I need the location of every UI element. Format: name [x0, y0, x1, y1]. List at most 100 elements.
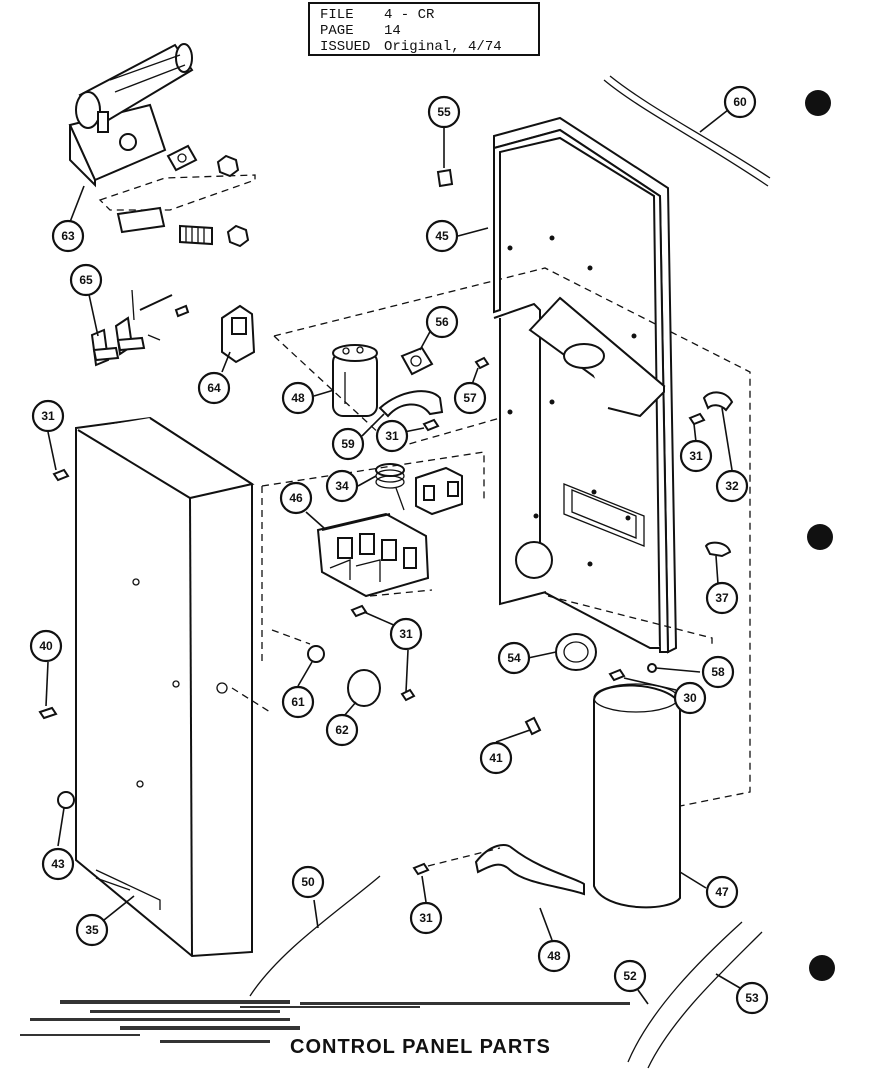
issued-value: Original, 4/74 — [384, 39, 502, 55]
callout-37: 37 — [705, 581, 739, 615]
callout-40: 40 — [29, 629, 63, 663]
part-55-clip — [436, 168, 454, 188]
callout-48a-text: 48 — [291, 391, 305, 405]
callout-31-c: 31 — [679, 439, 713, 473]
part-52-wire — [627, 921, 743, 1063]
callout-31-b: 31 — [375, 419, 409, 453]
callout-58: 58 — [701, 655, 735, 689]
part-59-strap — [378, 390, 444, 418]
callout-50: 50 — [291, 865, 325, 899]
callout-50-text: 50 — [301, 875, 315, 889]
part-41-stud — [524, 716, 542, 736]
callout-35: 35 — [75, 913, 109, 947]
callout-53-text: 53 — [745, 991, 759, 1005]
callout-46-text: 46 — [289, 491, 303, 505]
page-value: 14 — [384, 23, 401, 39]
punch-hole-bottom — [809, 955, 835, 981]
callout-56: 56 — [425, 305, 459, 339]
callout-31e-text: 31 — [419, 911, 433, 925]
part-32-grommet — [702, 391, 734, 412]
callout-45-text: 45 — [435, 229, 449, 243]
callout-52: 52 — [613, 959, 647, 993]
callout-59: 59 — [331, 427, 365, 461]
part-63-motor-assembly — [68, 43, 256, 248]
callout-30-text: 30 — [683, 691, 697, 705]
callout-31c-text: 31 — [689, 449, 703, 463]
part-46-contactor — [316, 512, 433, 598]
part-56-bracket — [400, 346, 434, 376]
part-45-control-panel — [493, 116, 678, 654]
callout-55: 55 — [427, 95, 461, 129]
callout-63: 63 — [51, 219, 85, 253]
callout-41: 41 — [479, 741, 513, 775]
file-info-box: FILE 4 - CR PAGE 14 ISSUED Original, 4/74 — [308, 2, 540, 56]
callout-58-text: 58 — [711, 665, 725, 679]
callout-60-text: 60 — [733, 95, 747, 109]
callout-61-text: 61 — [291, 695, 305, 709]
callout-43: 43 — [41, 847, 75, 881]
part-53-wire — [647, 931, 763, 1069]
part-65-terminal-brackets — [90, 289, 190, 367]
callout-57-text: 57 — [463, 391, 477, 405]
file-row: FILE 4 - CR — [320, 7, 434, 23]
callout-55-text: 55 — [437, 105, 451, 119]
callout-47-text: 47 — [715, 885, 729, 899]
callout-52-text: 52 — [623, 969, 637, 983]
part-34-spring — [375, 463, 405, 511]
callout-31-d: 31 — [389, 617, 423, 651]
callout-34-text: 34 — [335, 479, 349, 493]
part-48-mount-bracket — [474, 844, 585, 896]
callout-31-a: 31 — [31, 399, 65, 433]
callout-48-bracket: 48 — [537, 939, 571, 973]
callout-62-text: 62 — [335, 723, 349, 737]
callout-41-text: 41 — [489, 751, 503, 765]
callout-37-text: 37 — [715, 591, 729, 605]
callout-35-text: 35 — [85, 923, 99, 937]
callout-65-text: 65 — [79, 273, 93, 287]
callout-47: 47 — [705, 875, 739, 909]
callout-48b-text: 48 — [547, 949, 561, 963]
callout-48-capacitor: 48 — [281, 381, 315, 415]
issued-row: ISSUED Original, 4/74 — [320, 39, 502, 55]
callout-30: 30 — [673, 681, 707, 715]
callout-31d-text: 31 — [399, 627, 413, 641]
callout-34: 34 — [325, 469, 359, 503]
punch-hole-middle — [807, 524, 833, 550]
callout-57: 57 — [453, 381, 487, 415]
callout-31-e: 31 — [409, 901, 443, 935]
issued-label: ISSUED — [320, 39, 371, 55]
file-value: 4 - CR — [384, 7, 435, 23]
page-row: PAGE 14 — [320, 23, 401, 39]
callout-56-text: 56 — [435, 315, 449, 329]
callout-64: 64 — [197, 371, 231, 405]
callout-46: 46 — [279, 481, 313, 515]
callout-65: 65 — [69, 263, 103, 297]
callout-31a-text: 31 — [41, 409, 55, 423]
part-43-knob — [57, 791, 75, 809]
callout-54: 54 — [497, 641, 531, 675]
callout-64-text: 64 — [207, 381, 221, 395]
part-50-wire — [249, 875, 381, 997]
callout-32: 32 — [715, 469, 749, 503]
diagram-title: CONTROL PANEL PARTS — [290, 1036, 551, 1058]
part-47-tank — [593, 683, 681, 909]
part-60-wire — [603, 79, 769, 187]
part-64-cover — [221, 304, 256, 364]
part-62-lens — [347, 669, 381, 707]
page-label: PAGE — [320, 23, 354, 39]
file-label: FILE — [320, 7, 354, 23]
punch-hole-top — [805, 90, 831, 116]
callout-54-text: 54 — [507, 651, 521, 665]
callout-61: 61 — [281, 685, 315, 719]
callout-60: 60 — [723, 85, 757, 119]
callout-32-text: 32 — [725, 479, 739, 493]
callout-59-text: 59 — [341, 437, 355, 451]
print-smudge — [20, 1000, 630, 1043]
callout-45: 45 — [425, 219, 459, 253]
callout-40-text: 40 — [39, 639, 53, 653]
callout-63-text: 63 — [61, 229, 75, 243]
callout-31b-text: 31 — [385, 429, 399, 443]
mounting-outline-upper — [273, 267, 751, 807]
switch-component — [415, 466, 463, 516]
